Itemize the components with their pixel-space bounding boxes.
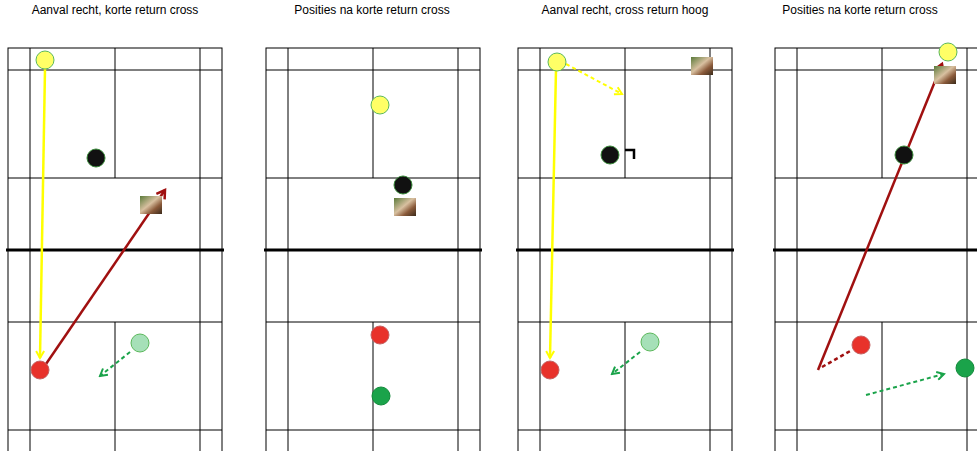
panel-title: Posities na korte return cross xyxy=(745,3,975,17)
panel-title: Aanval recht, korte return cross xyxy=(0,3,230,17)
panel-four-players xyxy=(818,43,974,395)
panel-title: Posities na korte return cross xyxy=(257,3,487,17)
panel-one-players xyxy=(31,51,165,379)
panel-two-players xyxy=(371,96,416,405)
panel-three-players xyxy=(541,53,713,379)
court-lines xyxy=(6,48,977,451)
panel-title: Aanval recht, cross return hoog xyxy=(510,3,740,17)
